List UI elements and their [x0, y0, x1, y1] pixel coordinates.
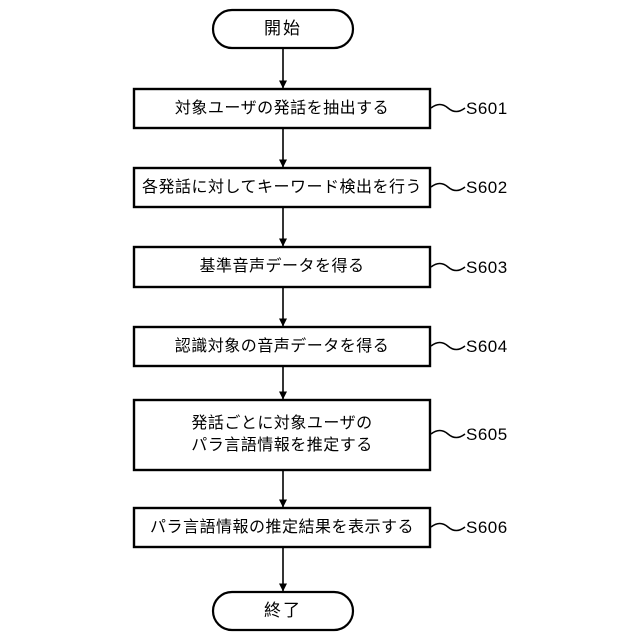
step-number-s603: S603	[466, 258, 508, 277]
node-s601-label: 対象ユーザの発話を抽出する	[174, 99, 390, 117]
step-number-s601: S601	[466, 99, 508, 118]
leader-line-s602	[430, 182, 466, 192]
node-end-shape	[211, 590, 355, 632]
node-s606-label: パラ言語情報の推定結果を表示する	[149, 518, 414, 536]
leader-line-s603	[430, 262, 466, 272]
leader-line-s606	[430, 522, 466, 532]
node-s602-shape	[132, 166, 432, 209]
node-end-label: 終了	[264, 601, 302, 620]
node-s606-shape	[132, 506, 432, 549]
node-s605-label-line2: パラ言語情報を推定する	[191, 437, 373, 454]
node-start-label: 開始	[264, 19, 302, 38]
step-number-s604: S604	[466, 337, 508, 356]
step-number-s602: S602	[466, 178, 508, 197]
leader-line-s601	[430, 103, 466, 113]
node-s604-label: 認識対象の音声データを得る	[174, 337, 390, 355]
step-number-s606: S606	[466, 518, 508, 537]
leader-line-s605	[430, 429, 466, 439]
node-s603-label: 基準音声データを得る	[199, 258, 365, 275]
leader-line-s604	[430, 341, 466, 351]
node-s605-label: 発話ごとに対象ユーザの パラ言語情報を推定する	[134, 400, 430, 470]
node-s603-shape	[132, 245, 432, 289]
node-s604-shape	[132, 325, 432, 368]
node-s602-label: 各発話に対してキーワード検出を行う	[141, 178, 423, 196]
node-s601-shape	[132, 87, 432, 130]
node-s605-label-line1: 発話ごとに対象ユーザの	[191, 415, 373, 432]
node-s605-shape	[132, 398, 432, 472]
step-number-s605: S605	[466, 425, 508, 444]
